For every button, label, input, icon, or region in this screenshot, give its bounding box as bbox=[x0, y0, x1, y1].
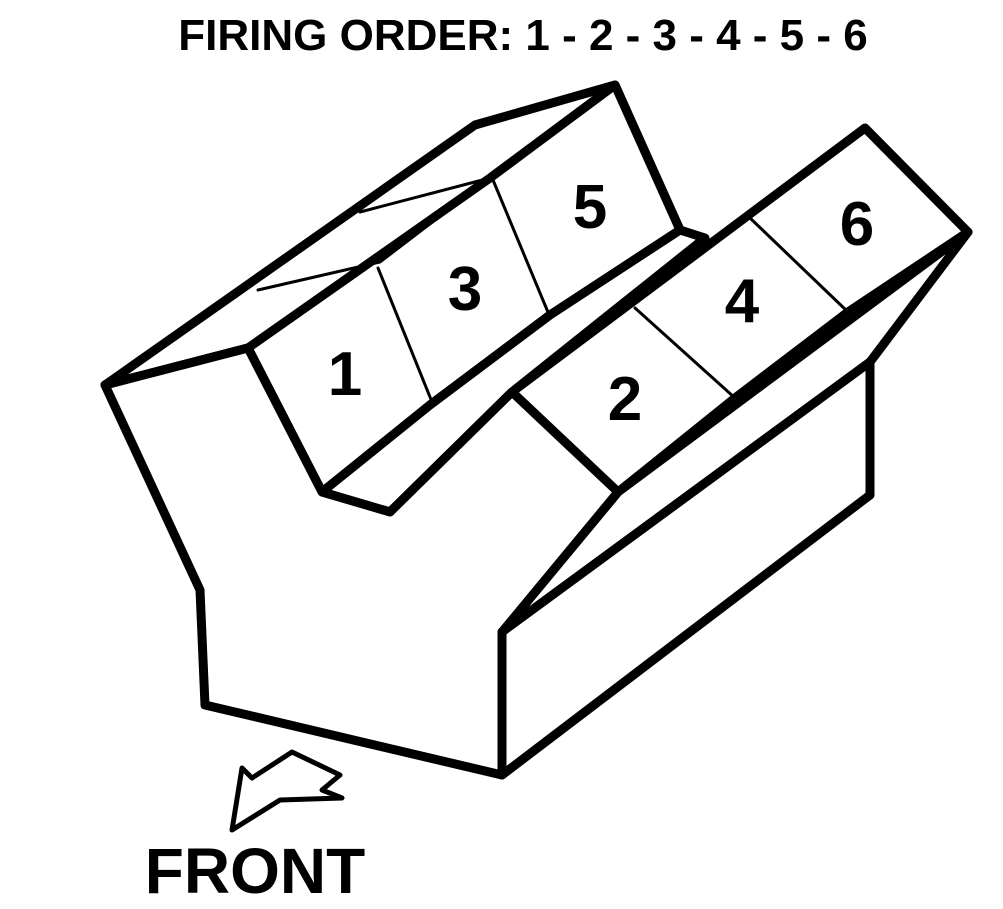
cylinder-divider-2-4 bbox=[633, 306, 737, 400]
block-right-face bbox=[497, 357, 875, 780]
front-label: FRONT bbox=[145, 835, 365, 907]
cylinder-divider-1-3 bbox=[376, 266, 434, 404]
cylinder-3-label: 3 bbox=[448, 255, 482, 324]
left-head-ridge-2 bbox=[358, 176, 492, 214]
cylinder-5-label: 5 bbox=[573, 173, 607, 242]
cylinder-divider-4-6 bbox=[748, 216, 850, 314]
block-front-face bbox=[100, 343, 623, 780]
cylinder-6-label: 6 bbox=[840, 190, 874, 259]
left-head-ridge bbox=[256, 176, 492, 292]
cylinder-divider-3-5 bbox=[491, 178, 552, 319]
front-arrow-icon bbox=[229, 749, 345, 833]
cylinder-2-label: 2 bbox=[608, 365, 642, 434]
cylinder-1-label: 1 bbox=[328, 340, 362, 409]
cylinder-4-label: 4 bbox=[725, 267, 760, 336]
diagram-title: FIRING ORDER: 1 - 2 - 3 - 4 - 5 - 6 bbox=[178, 11, 867, 60]
